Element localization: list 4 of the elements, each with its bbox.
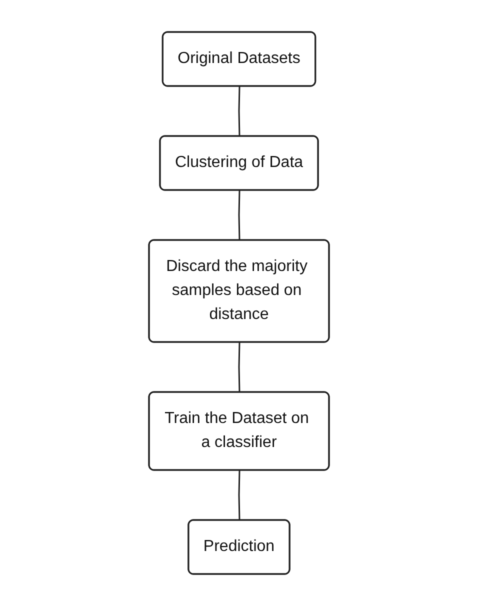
connector bbox=[238, 342, 240, 393]
connector bbox=[238, 470, 240, 521]
connector bbox=[238, 190, 240, 241]
connector bbox=[238, 86, 240, 137]
